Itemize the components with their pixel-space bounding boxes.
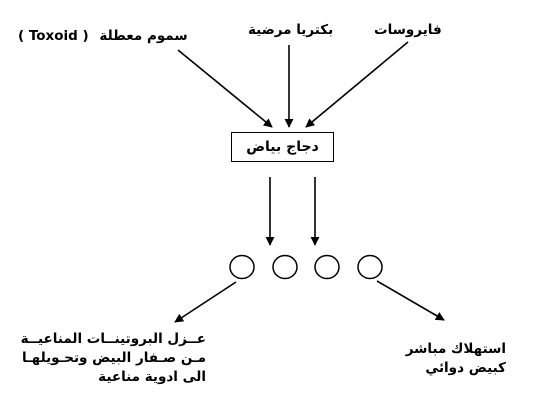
- input-label-toxoid: ( Toxoid ) سموم معطلة: [18, 28, 188, 44]
- egg-3: [314, 254, 340, 280]
- input-label-bacteria: بكتريا مرضية: [248, 22, 334, 38]
- egg-1: [229, 254, 255, 280]
- output-right-line-2: كبيض دوائي: [425, 360, 506, 376]
- output-right-line-1: استهلاك مباشر: [405, 341, 506, 357]
- output-left-line-1: عــزل البروتينــات المناعيــة: [20, 331, 206, 347]
- arrow-viruses-to-box: [305, 41, 409, 128]
- laying-hens-label: دجاج بياض: [246, 139, 319, 155]
- toxoid-arabic-text: سموم معطلة: [99, 28, 188, 44]
- output-right-text: استهلاك مباشر كبيض دوائي: [406, 340, 506, 378]
- output-left-line-3: الى ادوية مناعية: [98, 369, 206, 385]
- egg-4: [357, 254, 383, 280]
- arrow-toxoid-to-box: [177, 49, 273, 128]
- arrow-eggs-to-consumption: [376, 280, 445, 321]
- input-label-viruses: فايروسات: [374, 22, 442, 38]
- output-left-line-2: مـن صـفار البيض وتحـويلهـا: [21, 350, 206, 366]
- laying-hens-box: دجاج بياض: [231, 132, 334, 162]
- egg-2: [272, 254, 298, 280]
- arrow-eggs-to-proteins: [174, 281, 237, 323]
- toxoid-latin-text: ( Toxoid ): [18, 28, 89, 44]
- output-left-text: عــزل البروتينــات المناعيــة مـن صـفار …: [21, 330, 206, 387]
